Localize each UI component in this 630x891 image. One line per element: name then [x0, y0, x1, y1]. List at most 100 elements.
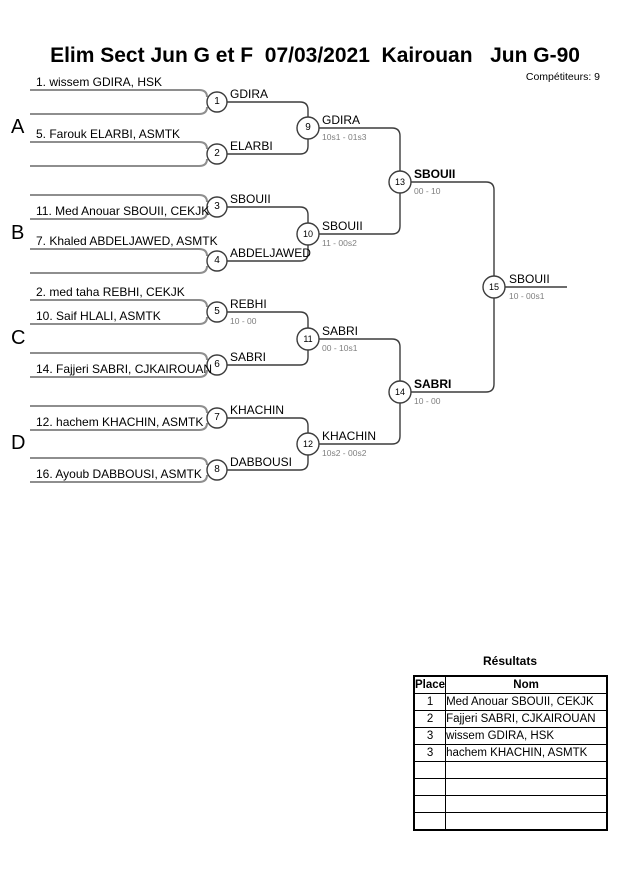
- match-circle: [296, 327, 320, 351]
- result-place: [413, 812, 447, 831]
- match-circle: [388, 170, 412, 194]
- bracket-lines: [30, 89, 567, 483]
- result-name: Med Anouar SBOUII, CEKJK: [445, 693, 608, 711]
- bracket-line: [30, 369, 208, 378]
- match-number: 7: [214, 412, 220, 423]
- result-name: wissem GDIRA, HSK: [445, 727, 608, 745]
- match-number: 14: [394, 387, 405, 397]
- bracket-line: [411, 298, 495, 393]
- match-circle: [388, 380, 412, 404]
- bracket-line: [30, 265, 208, 274]
- match-score: 10 - 00: [230, 316, 257, 326]
- bracket-line: [227, 206, 309, 223]
- result-place: 2: [413, 710, 447, 728]
- bracket-line: [30, 89, 208, 98]
- entrant-name: 7. Khaled ABDELJAWED, ASMTK: [36, 234, 218, 248]
- bracket-line: [30, 405, 208, 414]
- match-circle: [206, 459, 228, 481]
- result-row: [413, 761, 608, 779]
- match-number: 5: [214, 306, 220, 317]
- match-number: 10: [302, 229, 313, 239]
- bracket-line: [30, 158, 208, 167]
- match-circle: [296, 222, 320, 246]
- match-circle: [296, 432, 320, 456]
- bracket-line: [227, 139, 309, 155]
- bracket-line: [30, 457, 208, 466]
- result-row: [413, 812, 608, 831]
- entrant-name: 1. wissem GDIRA, HSK: [36, 75, 163, 89]
- match-number: 8: [214, 464, 220, 475]
- bracket-line: [30, 141, 208, 150]
- result-name: [445, 778, 608, 796]
- entrant-name: 16. Ayoub DABBOUSI, ASMTK: [36, 467, 202, 481]
- bracket-line: [30, 194, 208, 203]
- winner-name: KHACHIN: [230, 403, 285, 417]
- winner-name: GDIRA: [230, 87, 269, 101]
- match-number: 1: [214, 96, 220, 107]
- match-score: 10 - 00: [414, 396, 441, 406]
- result-place: [413, 761, 447, 779]
- winner-name: SBOUII: [230, 192, 271, 206]
- bracket-line: [30, 474, 208, 483]
- bracket-line: [30, 422, 208, 431]
- winner-name: SABRI: [230, 350, 267, 364]
- bracket-line: [319, 338, 401, 381]
- winner-name: SABRI: [414, 377, 452, 391]
- result-place: [413, 795, 447, 813]
- bracket-line: [30, 352, 208, 361]
- winner-name: SABRI: [322, 324, 359, 338]
- winner-name: DABBOUSI: [230, 455, 293, 469]
- match-circle: [482, 275, 506, 299]
- winner-name: ABDELJAWED: [230, 246, 311, 260]
- bracket-line: [30, 248, 208, 257]
- bracket-line: [30, 106, 208, 115]
- bracket-line: [227, 245, 309, 262]
- result-place: 3: [413, 727, 447, 745]
- match-number: 9: [305, 122, 311, 133]
- match-number: 6: [214, 359, 220, 370]
- match-score: 00 - 10: [414, 186, 441, 196]
- bracket-line: [319, 403, 401, 445]
- result-row: [413, 795, 608, 813]
- bracket-line: [227, 417, 309, 433]
- match-score: 10 - 00s1: [509, 291, 545, 301]
- match-score: 00 - 10s1: [322, 343, 358, 353]
- match-circle: [206, 301, 228, 323]
- entrant-name: 2. med taha REBHI, CEKJK: [36, 285, 185, 299]
- bracket-line: [411, 181, 495, 276]
- section-letter-a: A: [11, 116, 25, 138]
- bracket-line: [227, 350, 309, 366]
- result-name: [445, 812, 608, 831]
- results-header-row: Place Nom: [413, 675, 608, 694]
- match-circle: [206, 196, 228, 218]
- section-letter-b: B: [11, 222, 25, 244]
- result-place: 1: [413, 693, 447, 711]
- section-letter-d: D: [11, 432, 26, 454]
- results-col-nom: Nom: [445, 675, 608, 694]
- bracket-line: [30, 211, 208, 220]
- entrant-name: 14. Fajjeri SABRI, CJKAIROUAN: [36, 362, 213, 376]
- match-circle: [206, 143, 228, 165]
- winner-name: ELARBI: [230, 139, 273, 153]
- match-score: 11 - 00s2: [322, 238, 357, 248]
- winner-name: KHACHIN: [322, 429, 377, 443]
- match-number: 2: [214, 148, 220, 159]
- entrant-name: 12. hachem KHACHIN, ASMTK: [36, 415, 204, 429]
- winner-name: GDIRA: [322, 113, 361, 127]
- winner-name: REBHI: [230, 297, 267, 311]
- match-number: 12: [302, 439, 313, 449]
- result-place: 3: [413, 744, 447, 762]
- bracket-line: [30, 316, 208, 325]
- entrant-name: 11. Med Anouar SBOUII, CEKJK: [36, 204, 210, 218]
- results-heading: Résultats: [482, 654, 538, 668]
- competitors-count: Compétiteurs: 9: [525, 71, 600, 83]
- match-score: 10s1 - 01s3: [322, 132, 367, 142]
- result-name: hachem KHACHIN, ASMTK: [445, 744, 608, 762]
- winner-name: SBOUII: [414, 167, 456, 181]
- match-circle: [206, 354, 228, 376]
